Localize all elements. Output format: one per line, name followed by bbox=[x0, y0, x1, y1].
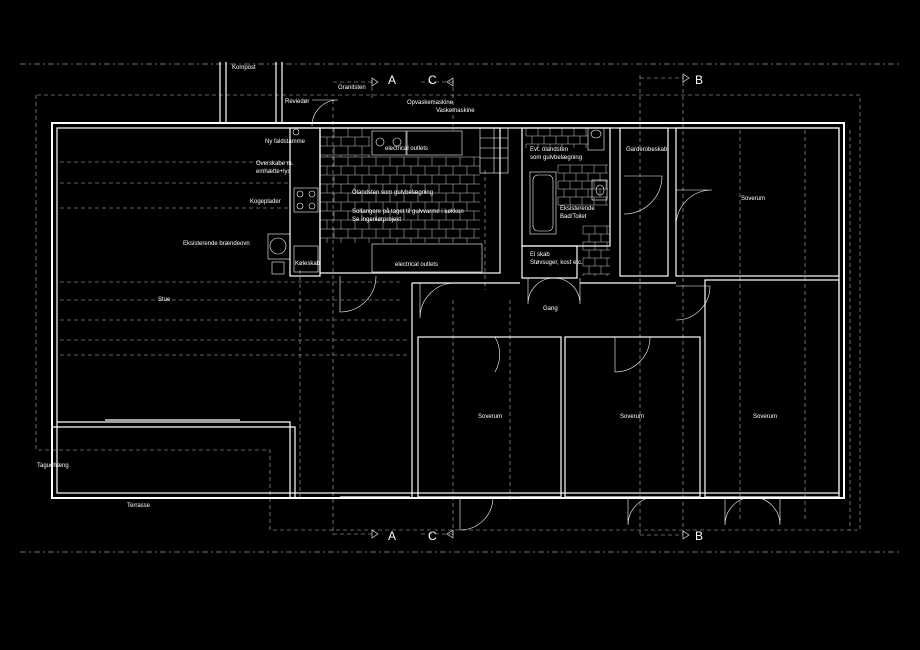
label-tagudhaeng: Tagudhæng bbox=[37, 463, 69, 469]
label-evt-olandsten: Evt. ölandsten bbox=[530, 147, 568, 153]
doors bbox=[311, 99, 781, 531]
label-reviedor: Reviedør bbox=[285, 99, 309, 105]
label-emhaette: emhætte+lys bbox=[256, 169, 291, 175]
label-terrasse: Terrasse bbox=[127, 503, 151, 509]
section-c-top: C bbox=[428, 73, 437, 87]
label-gang: Gang bbox=[543, 306, 558, 312]
label-koleskab: Køleskab bbox=[295, 261, 321, 267]
structural-lines bbox=[60, 75, 851, 535]
label-electrical-outlets-top: electrical outlets bbox=[385, 146, 428, 152]
label-overskabe: Overskabe m. bbox=[256, 161, 294, 167]
section-a-top: A bbox=[388, 73, 396, 87]
label-stue: Stue bbox=[158, 297, 171, 303]
label-ingenioer: Se Ingeniørprojekt bbox=[352, 217, 401, 223]
bathroom-fixtures bbox=[529, 127, 608, 235]
label-electrical-outlets-bottom: electrical outlets bbox=[395, 262, 438, 268]
roof-outline bbox=[20, 63, 900, 553]
label-eksisterende: Eksisterende bbox=[560, 206, 595, 212]
kitchen-tiles bbox=[319, 127, 480, 243]
label-olandsten-kitchen: Ölandsten som gulvbelægning bbox=[352, 189, 433, 196]
label-solfangere: Solfangere på taget til gulvvarme i køkk… bbox=[352, 208, 464, 215]
section-markers: A A C C B B bbox=[333, 73, 703, 543]
walls bbox=[51, 62, 845, 499]
section-b-bottom: B bbox=[695, 529, 703, 543]
kitchen-fixtures bbox=[267, 127, 509, 275]
label-braendeovn: Eksisterende brændeovn bbox=[183, 241, 250, 247]
label-garderobeskab: Garderobeskab bbox=[626, 147, 668, 153]
label-som-gulvbelaegning: som gulvbelægning bbox=[530, 155, 582, 161]
label-granitsten: Granitsten bbox=[338, 85, 366, 91]
label-opvaskemaskine: Opvaskemaskine bbox=[407, 100, 454, 106]
label-vaskemaskine: Vaskemaskine bbox=[436, 108, 475, 114]
label-soverum-top-right: Soverum bbox=[741, 196, 765, 202]
label-bad-toilet: Bad/Toilet bbox=[560, 214, 587, 220]
label-kompost: Kompost bbox=[232, 65, 256, 71]
room-labels: Kompost Granitsten Opvaskemaskine Vaskem… bbox=[37, 65, 777, 509]
label-el-skab: El skab bbox=[530, 252, 550, 258]
label-soverum-3: Soverum bbox=[753, 414, 777, 420]
label-kogeplader: Kogeplader bbox=[250, 199, 281, 205]
windows bbox=[105, 419, 560, 498]
label-ny-faldstamme: Ny faldstamme bbox=[265, 139, 306, 145]
label-stovsuger: Støvsuger, kost etc. bbox=[530, 260, 583, 266]
label-soverum-1: Soverum bbox=[478, 414, 502, 420]
section-b-top: B bbox=[695, 73, 703, 87]
bathroom-tiles bbox=[525, 127, 610, 276]
section-a-bottom: A bbox=[388, 529, 396, 543]
section-c-bottom: C bbox=[428, 529, 437, 543]
label-soverum-2: Soverum bbox=[620, 414, 644, 420]
